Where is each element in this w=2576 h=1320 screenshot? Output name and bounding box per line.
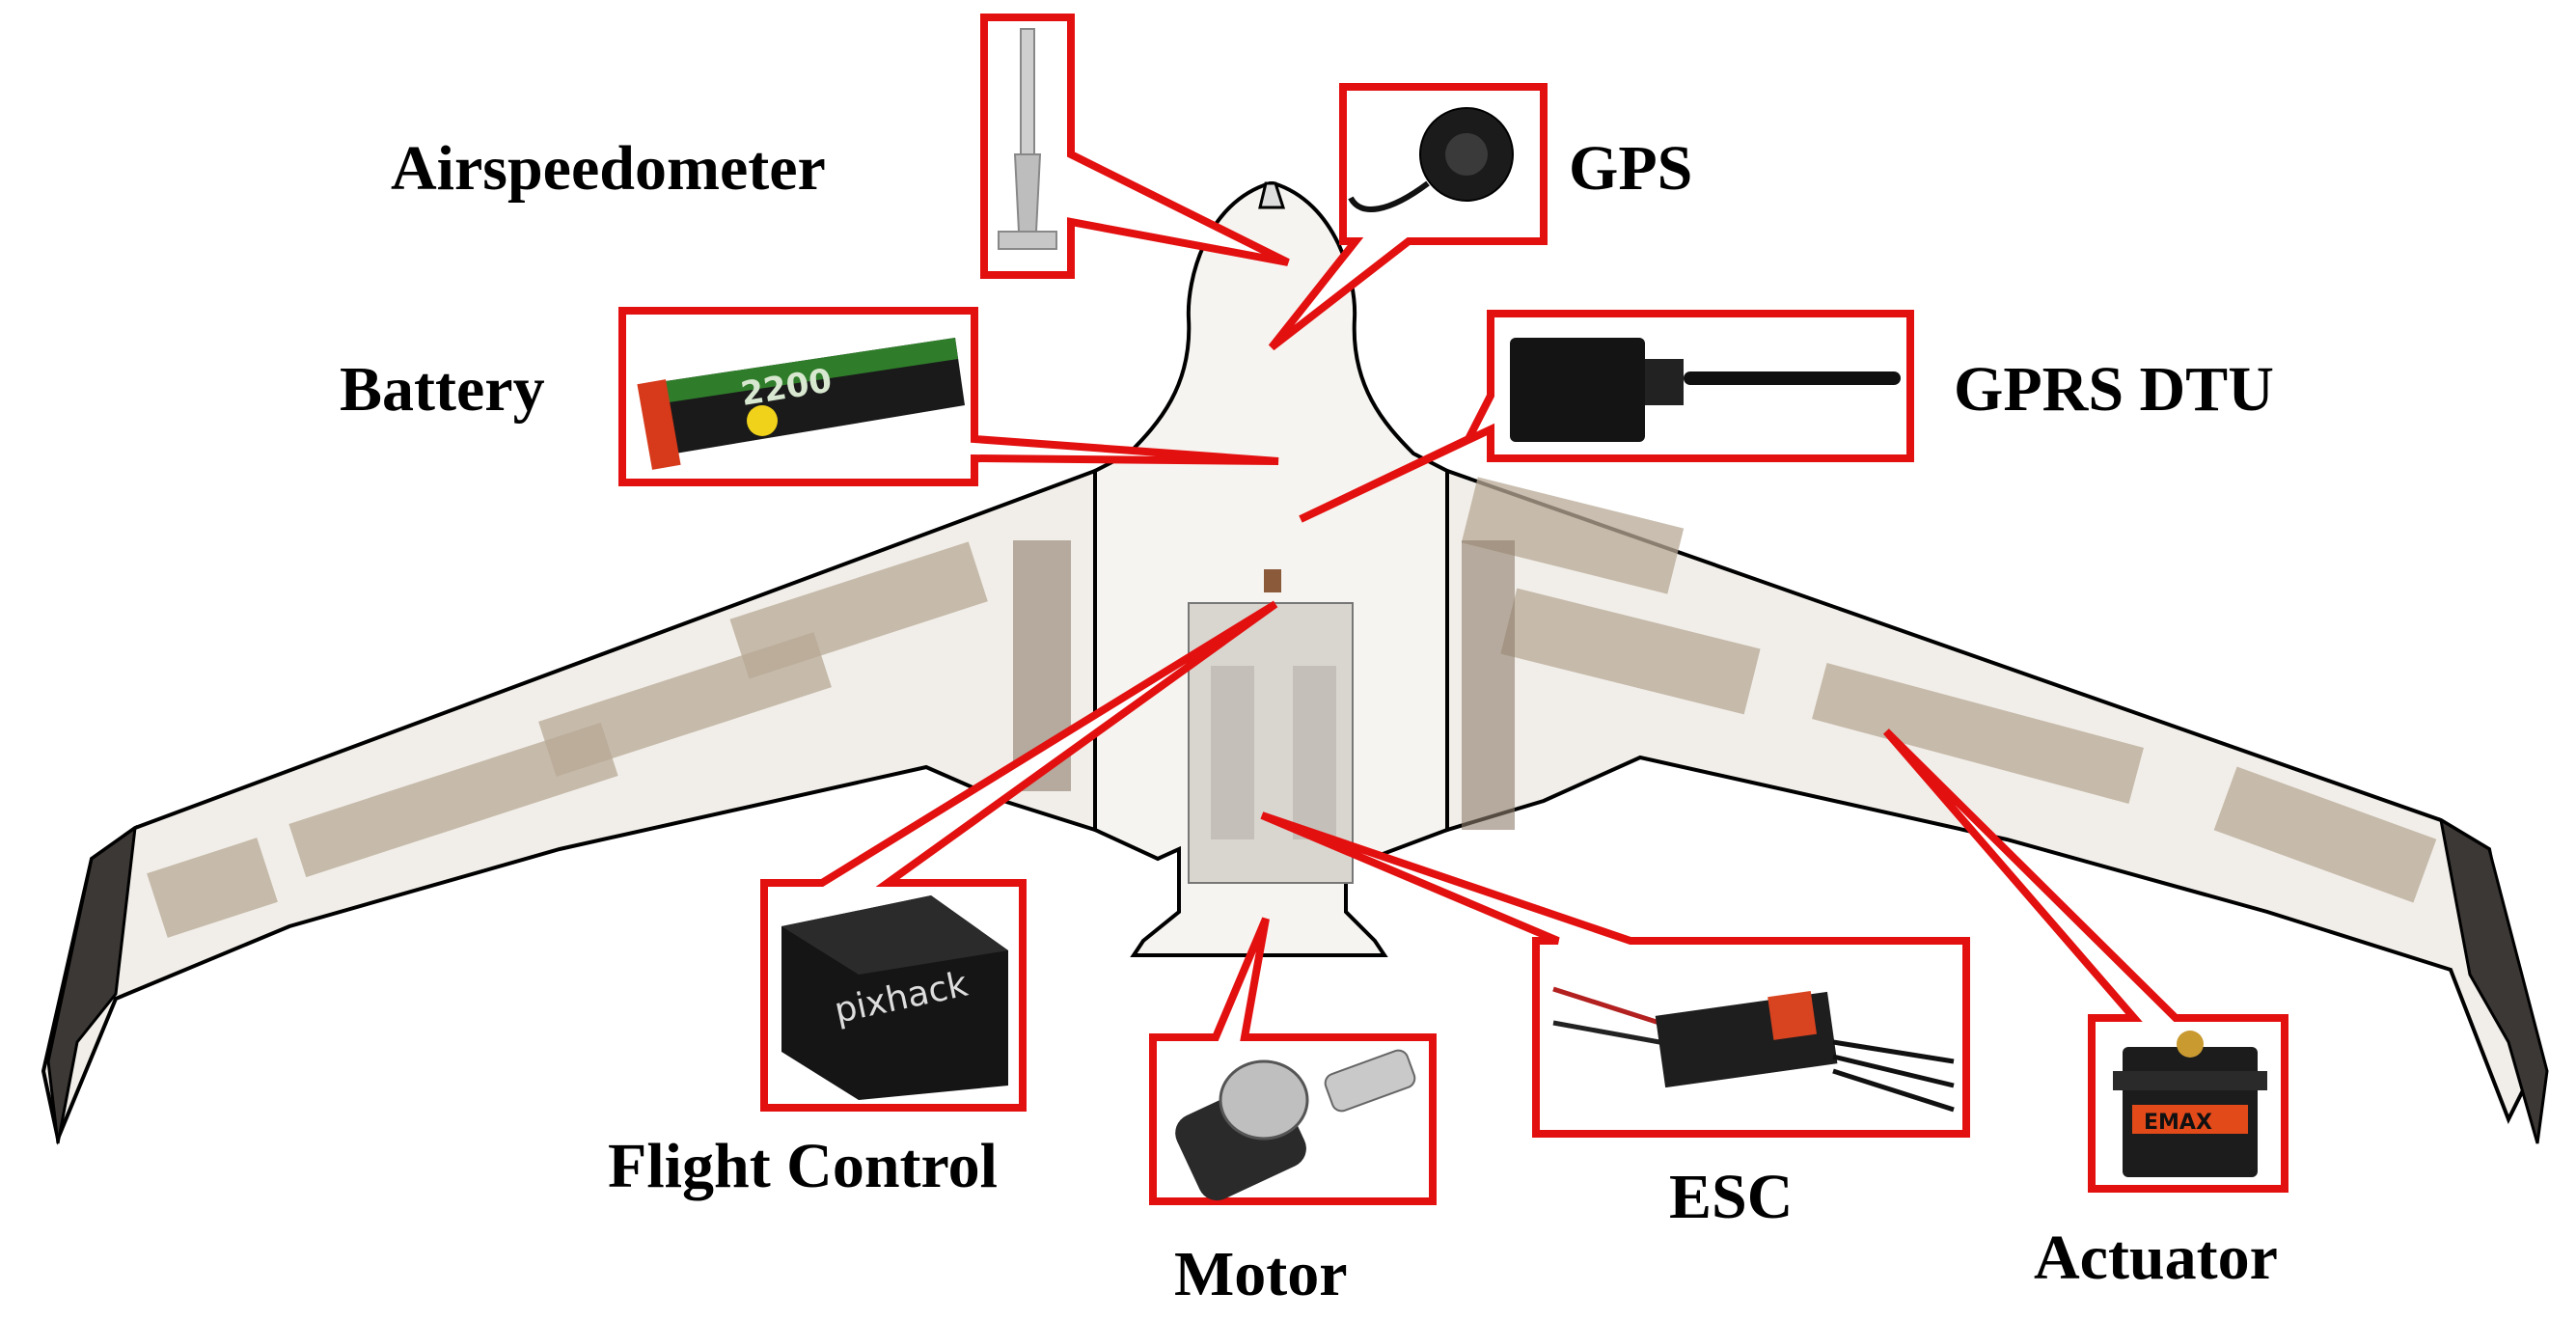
esc-callout — [1260, 811, 1970, 1138]
svg-text:EMAX: EMAX — [2144, 1111, 2212, 1135]
nose-fin — [1258, 181, 1286, 209]
flying-wing-airframe — [41, 181, 2549, 1145]
actuator-callout: EMAX — [1882, 729, 2288, 1193]
gprs-dtu-icon — [1510, 338, 1901, 442]
gps-label: GPS — [1569, 133, 1692, 204]
battery-callout: 2200 — [618, 307, 1279, 486]
gprs-dtu-callout — [1299, 310, 1914, 523]
airspeedometer-callout-shape — [980, 14, 1290, 279]
motor-callout — [1149, 917, 1437, 1205]
motor-label: Motor — [1174, 1239, 1348, 1309]
airspeedometer-callout — [980, 14, 1290, 279]
battery-label: Battery — [340, 354, 545, 425]
airspeedometer-label: Airspeedometer — [391, 133, 826, 204]
actuator-label: Actuator — [2034, 1223, 2278, 1293]
flight-control-label: Flight Control — [608, 1131, 998, 1201]
flight-control-icon: pixhack — [781, 895, 1008, 1100]
right-wingtip-fin — [2438, 816, 2549, 1144]
esc-label: ESC — [1669, 1162, 1793, 1232]
motor-icon — [1175, 1049, 1416, 1201]
battery-icon: 2200 — [637, 338, 965, 470]
airspeedometer-icon — [998, 28, 1057, 250]
gps-icon — [1348, 107, 1514, 212]
gps-callout — [1268, 83, 1548, 351]
actuator-icon: EMAX — [2113, 1031, 2267, 1177]
esc-icon — [1552, 986, 1955, 1113]
flight-control-callout: pixhack — [760, 600, 1278, 1112]
gprs-dtu-label: GPRS DTU — [1954, 354, 2274, 425]
left-wingtip-fin — [46, 824, 137, 1144]
